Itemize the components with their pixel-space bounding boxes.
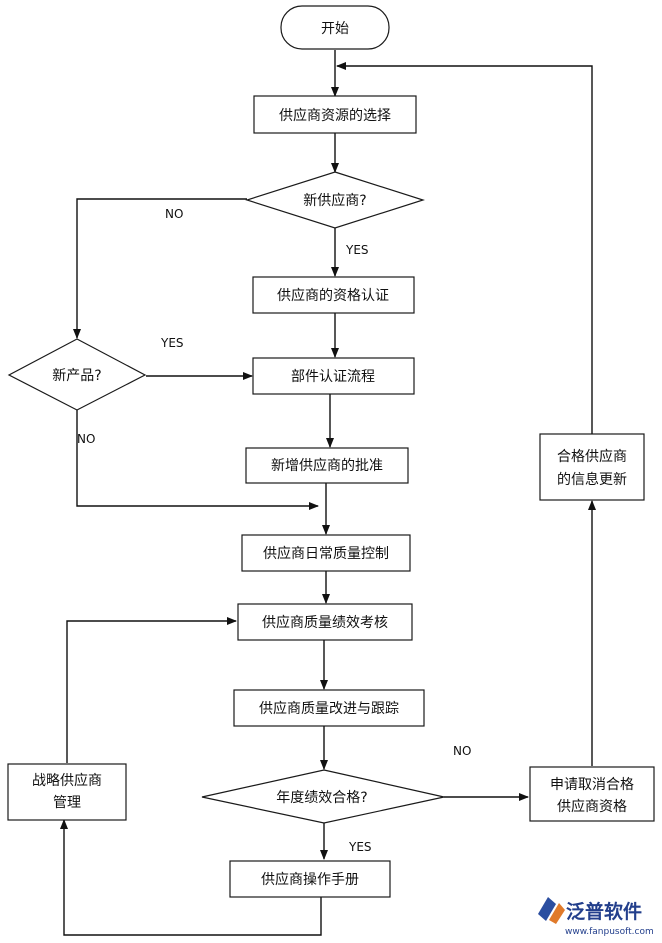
fanpu-logo-icon — [538, 897, 565, 924]
decision-new-product: 新产品? — [7, 338, 147, 411]
process-part-certification: 部件认证流程 — [252, 357, 415, 395]
strategic-label-1: 战略供应商 — [32, 772, 102, 789]
daily-quality-label: 供应商日常质量控制 — [263, 545, 389, 562]
new-supplier-label: 新供应商? — [303, 192, 366, 209]
select-resource-label: 供应商资源的选择 — [279, 107, 391, 124]
process-approve-new: 新增供应商的批准 — [245, 447, 409, 484]
annual-pass-label: 年度绩效合格? — [276, 790, 367, 806]
fanpu-logo: 泛普软件 www.fanpusoft.com — [538, 897, 654, 937]
label-annual-yes: YES — [348, 840, 372, 854]
process-manual: 供应商操作手册 — [229, 860, 391, 898]
edge-manual-strategic — [60, 819, 322, 936]
approve-new-label: 新增供应商的批准 — [271, 457, 383, 474]
process-improve-track: 供应商质量改进与跟踪 — [233, 689, 425, 727]
process-qualification: 供应商的资格认证 — [252, 276, 415, 314]
cancel-label-2: 供应商资格 — [557, 798, 627, 815]
process-performance-review: 供应商质量绩效考核 — [237, 603, 413, 641]
process-select-resource: 供应商资源的选择 — [253, 95, 417, 134]
label-supplier-yes: YES — [345, 243, 369, 257]
label-annual-no: NO — [453, 744, 471, 758]
process-cancel: 申请取消合格 供应商资格 — [529, 766, 655, 822]
label-product-yes: YES — [160, 336, 184, 350]
decision-annual-pass: 年度绩效合格? — [201, 769, 445, 824]
improve-track-label: 供应商质量改进与跟踪 — [259, 700, 399, 717]
decision-new-supplier: 新供应商? — [245, 171, 425, 229]
manual-label: 供应商操作手册 — [261, 871, 359, 888]
logo-name: 泛普软件 — [566, 900, 642, 923]
performance-review-label: 供应商质量绩效考核 — [262, 614, 388, 631]
label-product-no: NO — [77, 432, 95, 446]
process-daily-quality: 供应商日常质量控制 — [241, 534, 411, 572]
new-product-label: 新产品? — [52, 368, 101, 384]
edge-newsupplier-newproduct — [73, 198, 247, 339]
edge-newproduct-daily — [76, 410, 319, 510]
part-certification-label: 部件认证流程 — [291, 369, 375, 385]
qualification-label: 供应商的资格认证 — [277, 287, 389, 304]
edge-strategic-performance — [66, 617, 237, 763]
strategic-label-2: 管理 — [53, 795, 81, 811]
logo-url: www.fanpusoft.com — [565, 927, 654, 937]
edge-labels: NO YES YES NO NO YES — [77, 207, 471, 854]
start-node: 开始 — [280, 5, 390, 50]
update-label-2: 的信息更新 — [557, 471, 627, 488]
connectors — [60, 50, 596, 936]
label-supplier-no: NO — [165, 207, 183, 221]
start-label: 开始 — [321, 21, 349, 37]
edge-update-select — [336, 62, 593, 434]
process-strategic: 战略供应商 管理 — [7, 763, 127, 821]
cancel-label-1: 申请取消合格 — [550, 777, 634, 793]
process-update: 合格供应商 的信息更新 — [539, 433, 645, 501]
update-label-1: 合格供应商 — [557, 448, 627, 465]
